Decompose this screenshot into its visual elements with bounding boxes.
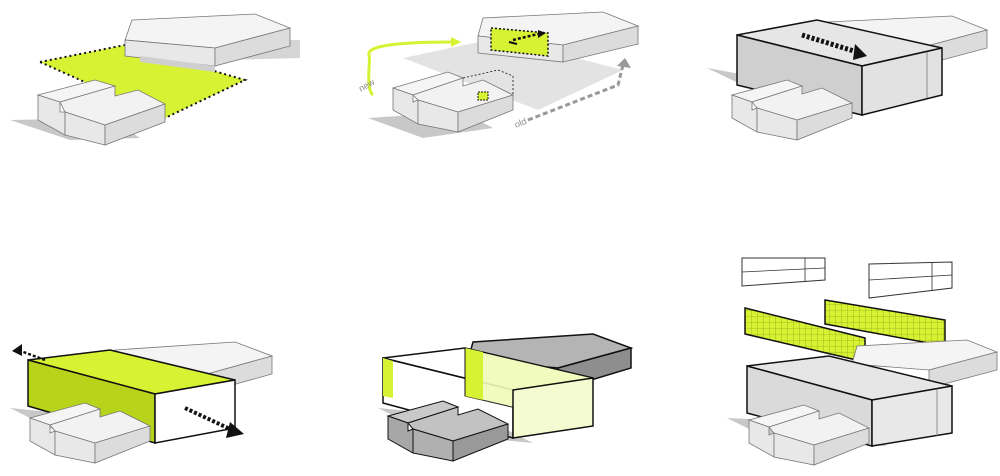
- panel-6-drawing: [667, 238, 1000, 476]
- panel-3-drawing: [667, 0, 1000, 238]
- panel-extension-expand: [0, 238, 333, 476]
- panel-4-drawing: [0, 238, 333, 476]
- arrow-up-icon: [617, 58, 631, 68]
- panel-circulation-new-old: new old: [333, 0, 666, 238]
- lime-marker: [478, 92, 488, 100]
- panel-5-drawing: [333, 238, 666, 476]
- panel-open-frame: [333, 238, 666, 476]
- label-old: old: [513, 116, 528, 130]
- rounded-block: [125, 14, 290, 72]
- grey-stepped-block: [388, 401, 508, 461]
- label-new: new: [357, 77, 377, 94]
- panel-site-footprint: [0, 0, 333, 238]
- outline-panel-right: [869, 262, 952, 298]
- panel-facade-screens: [667, 238, 1000, 476]
- panel-2-drawing: new old: [333, 0, 666, 238]
- panel-1-drawing: [0, 0, 333, 238]
- outline-panel-left: [742, 258, 825, 286]
- panel-new-volume-insert: [667, 0, 1000, 238]
